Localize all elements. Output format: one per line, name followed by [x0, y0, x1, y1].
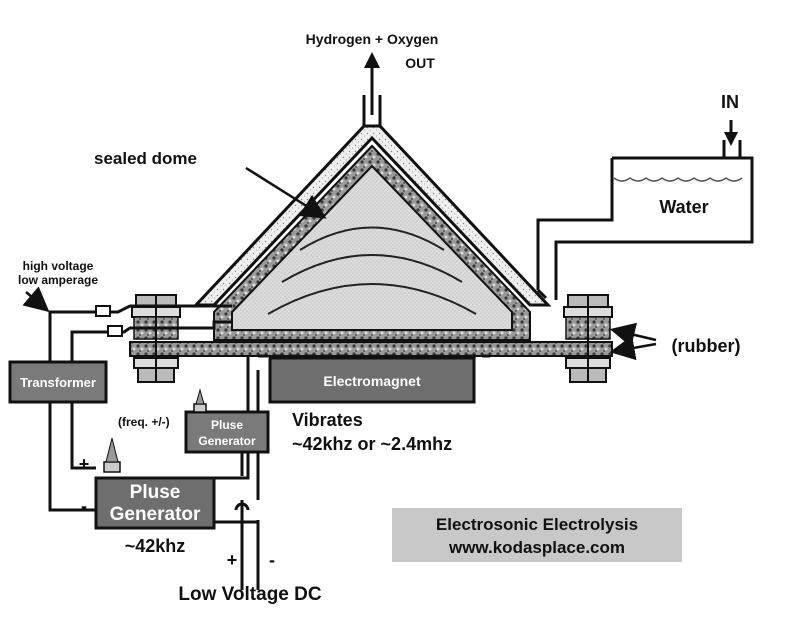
- dc-label: Low Voltage DC: [178, 584, 321, 605]
- rubber-label: (rubber): [672, 336, 741, 356]
- minus-sign-upper: -: [81, 496, 87, 516]
- big-pulse-generator: Pluse Generator: [94, 437, 216, 530]
- rubber-arrow-upper-icon: [609, 322, 657, 348]
- output-label: Hydrogen + Oxygen: [306, 31, 439, 47]
- wave-arc: [299, 226, 445, 251]
- knob-icon: [105, 437, 119, 463]
- output-out-label: OUT: [405, 55, 435, 71]
- gas-outlet: [362, 52, 382, 130]
- big-generator-freq: ~42khz: [125, 536, 186, 556]
- out-arrowhead-icon: [364, 52, 380, 68]
- wave-arc: [267, 283, 477, 315]
- small-generator-line1: Pluse: [211, 418, 243, 432]
- input-in-label: IN: [721, 92, 739, 112]
- minus-sign-lower: -: [269, 550, 275, 570]
- plus-sign-upper: +: [79, 454, 90, 474]
- transformer-label: Transformer: [20, 375, 96, 390]
- knob-icon: [103, 461, 121, 473]
- water-label: Water: [659, 197, 708, 217]
- freq-adjust-label: (freq. +/-): [118, 415, 170, 429]
- electromagnet: [258, 354, 490, 404]
- title-banner: Electrosonic Electrolysis www.kodasplace…: [392, 508, 682, 562]
- plus-sign-lower: +: [227, 550, 238, 570]
- electromagnet-label: Electromagnet: [323, 373, 421, 389]
- hv-pointer-arrow-icon: [22, 286, 50, 313]
- sealed-dome-label: sealed dome: [94, 149, 197, 168]
- knob-icon: [195, 388, 205, 405]
- hv-label-line1: high voltage: [23, 259, 94, 273]
- big-generator-line2: Generator: [110, 504, 201, 525]
- knob-icon: [193, 403, 207, 413]
- big-generator-line1: Pluse: [130, 482, 181, 503]
- water-tank: [536, 120, 754, 300]
- in-arrowhead-icon: [724, 132, 738, 146]
- wave-arc: [281, 254, 463, 283]
- transformer-box: Transformer: [8, 360, 108, 404]
- sealed-dome: [213, 144, 531, 341]
- hv-connectors: [95, 305, 123, 337]
- hv-label-line2: low amperage: [18, 273, 98, 287]
- banner-title: Electrosonic Electrolysis: [436, 515, 638, 534]
- banner-url: www.kodasplace.com: [448, 538, 625, 557]
- dome-pointer-arrow-icon: [245, 166, 327, 219]
- rubber-arrow-lower-icon: [609, 335, 657, 361]
- small-generator-line2: Generator: [198, 434, 256, 448]
- vibrates-label: Vibrates: [292, 410, 363, 430]
- water-surface: [613, 177, 743, 182]
- left-clamp-bolt: [131, 294, 181, 383]
- frequency-label: ~42khz or ~2.4mhz: [292, 434, 452, 454]
- small-pulse-generator: Pluse Generator: [184, 388, 270, 454]
- right-clamp-bolt: [563, 294, 613, 383]
- wiring: [48, 304, 260, 590]
- base-plate: [129, 341, 613, 357]
